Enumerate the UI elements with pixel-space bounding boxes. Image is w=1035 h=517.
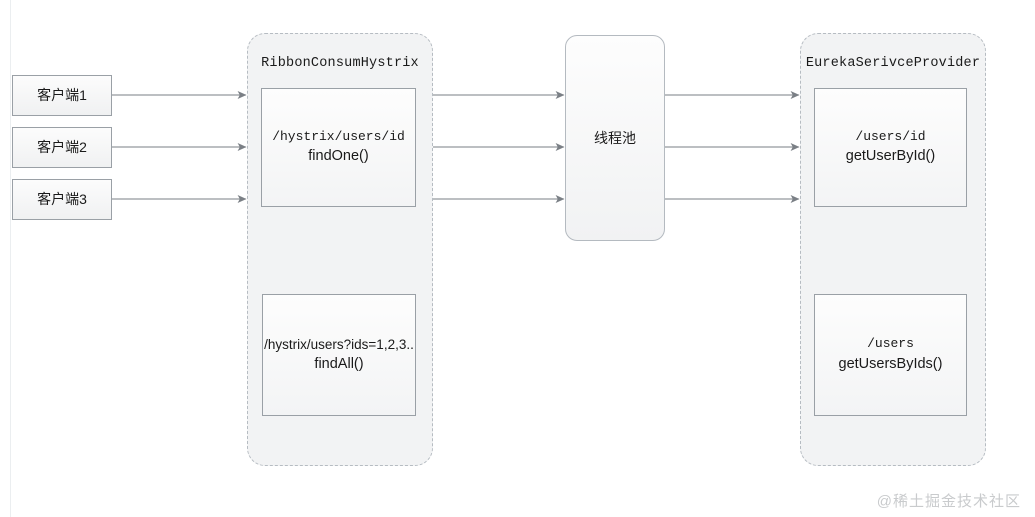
endpoint-path-get-users-by-ids: /users xyxy=(867,336,914,352)
endpoint-method-hystrix-find-all: findAll() xyxy=(314,356,364,373)
service-title-ribbon-consum-hystrix: RibbonConsumHystrix xyxy=(261,56,419,71)
service-title-eureka-serivce-provider: EurekaSerivceProvider xyxy=(805,56,981,71)
thread-pool-box[interactable]: 线程池 xyxy=(565,35,665,241)
watermark: @稀土掘金技术社区 xyxy=(876,493,1021,510)
client-box-3[interactable]: 客户端3 xyxy=(12,179,112,220)
endpoint-box-get-users-by-ids[interactable]: /users getUsersByIds() xyxy=(814,294,967,416)
endpoint-path-get-user-by-id: /users/id xyxy=(855,128,926,144)
client-label-2: 客户端2 xyxy=(37,139,87,156)
endpoint-box-hystrix-find-all[interactable]: /hystrix/users?ids=1,2,3.. findAll() xyxy=(262,294,416,416)
endpoint-method-get-users-by-ids: getUsersByIds() xyxy=(838,355,943,372)
client-label-3: 客户端3 xyxy=(37,191,87,208)
endpoint-box-hystrix-find-one[interactable]: /hystrix/users/id findOne() xyxy=(261,88,416,207)
thread-pool-label: 线程池 xyxy=(594,130,636,146)
client-box-1[interactable]: 客户端1 xyxy=(12,75,112,116)
endpoint-box-get-user-by-id[interactable]: /users/id getUserById() xyxy=(814,88,967,207)
page-edge-line xyxy=(10,0,11,517)
endpoint-method-hystrix-find-one: findOne() xyxy=(308,148,369,165)
endpoint-path-hystrix-find-one: /hystrix/users/id xyxy=(272,128,405,144)
client-box-2[interactable]: 客户端2 xyxy=(12,127,112,168)
endpoint-method-get-user-by-id: getUserById() xyxy=(845,148,936,165)
client-label-1: 客户端1 xyxy=(37,87,87,104)
endpoint-path-hystrix-find-all: /hystrix/users?ids=1,2,3.. xyxy=(264,336,414,352)
